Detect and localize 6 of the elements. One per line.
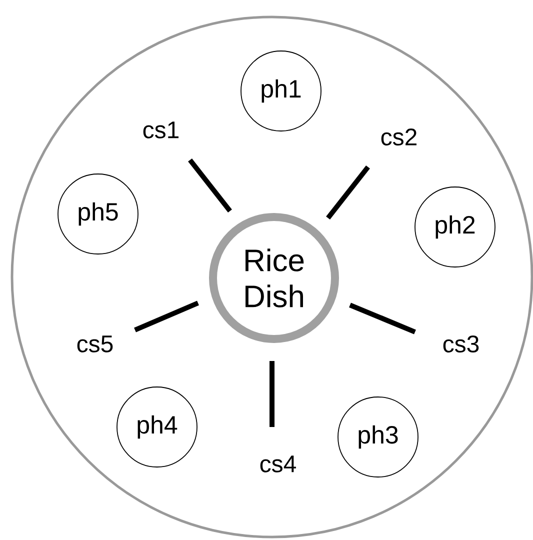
- chopstick-label: cs1: [143, 122, 178, 138]
- chopstick-label: cs2: [381, 128, 416, 146]
- chopstick-label: cs4: [260, 456, 296, 472]
- chopstick-label: cs5: [77, 336, 113, 352]
- table-circle: [10, 16, 533, 538]
- chopstick-label: cs3: [443, 336, 479, 352]
